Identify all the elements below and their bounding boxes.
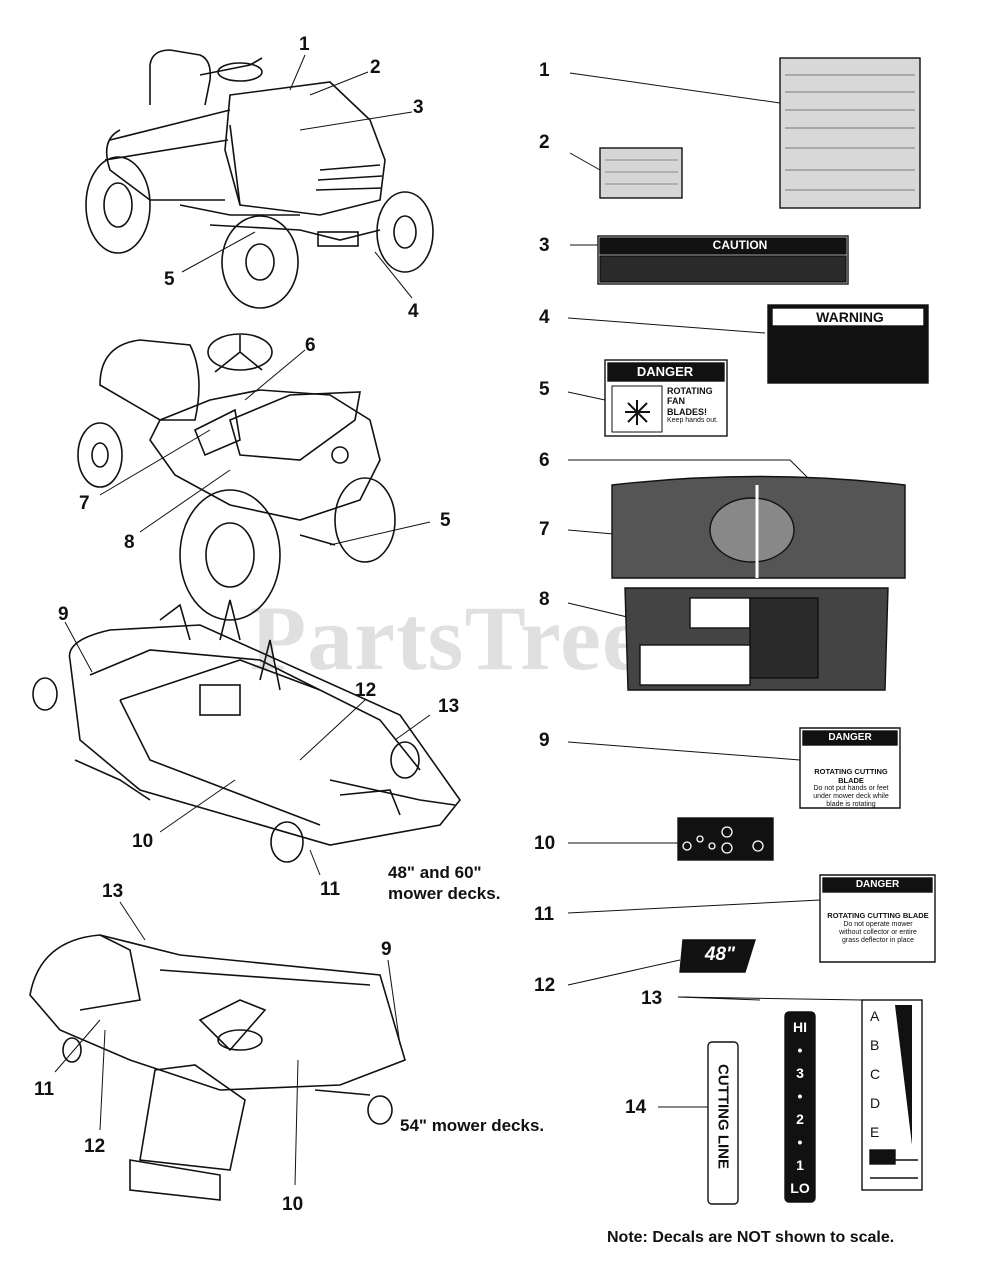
decal-9 <box>799 727 901 809</box>
mower-deck-48-60-illustration <box>32 599 462 863</box>
decal-5-line: Keep hands out. <box>667 417 718 425</box>
callout-left: 9 <box>58 604 69 625</box>
height-scale-mark: 1 <box>796 1157 804 1173</box>
decal-5-danger-label: DANGER <box>636 364 694 379</box>
callout-right: 7 <box>539 519 550 540</box>
decal-11-danger-label: DANGER <box>855 879 900 890</box>
callout-right: 8 <box>539 589 550 610</box>
decal-9-title: ROTATING CUTTING BLADE <box>814 767 888 785</box>
callout-right: 3 <box>539 235 550 256</box>
decal-11 <box>819 874 936 963</box>
decal-14 <box>707 1041 739 1205</box>
callout-left: 6 <box>305 335 316 356</box>
callout-right: 6 <box>539 450 550 471</box>
decal-1 <box>779 57 921 209</box>
callout-left: 5 <box>440 510 451 531</box>
callout-left: 5 <box>164 269 175 290</box>
height-scale-mark: 2 <box>796 1111 804 1127</box>
decal-11-message: ROTATING CUTTING BLADE Do not operate mo… <box>822 911 934 945</box>
decal-4-warning-label: WARNING <box>816 309 884 325</box>
callout-left: 9 <box>381 939 392 960</box>
callout-left: 4 <box>408 301 419 322</box>
callout-left: 1 <box>299 34 310 55</box>
callout-left: 7 <box>79 493 90 514</box>
callout-left: 13 <box>102 881 124 902</box>
decal-11-line: without collector or entire <box>839 928 917 936</box>
decal-5-message: ROTATING FAN BLADES! Keep hands out. <box>667 386 725 425</box>
leader-lines-left <box>54 54 431 1186</box>
decal-9-message: ROTATING CUTTING BLADE Do not put hands … <box>802 767 900 809</box>
leader-lines-right <box>567 72 863 1108</box>
decal-11-line: grass deflector in place <box>842 936 914 944</box>
callout-left: 11 <box>34 1079 55 1100</box>
tractor-front-illustration <box>85 49 434 309</box>
callout-right: 12 <box>534 975 556 996</box>
height-scale-mark: • <box>797 1134 803 1150</box>
decal-9-line: under mower deck while <box>813 793 889 801</box>
decal-9-danger-label: DANGER <box>828 732 872 743</box>
letter-scale-mark: B <box>870 1037 880 1053</box>
height-scale-mark: HI <box>793 1019 807 1035</box>
callout-left: 2 <box>370 57 381 78</box>
callout-right: 1 <box>539 60 550 81</box>
callout-left: 13 <box>438 696 460 717</box>
decal-10 <box>677 817 774 861</box>
decal-3-caution-label: CAUTION <box>712 238 768 252</box>
decal-5-line: ROTATING <box>667 386 713 396</box>
decal-12-size-badge: 48" <box>704 944 736 965</box>
mower-deck-54-illustration <box>29 934 406 1201</box>
callout-right: 14 <box>625 1097 647 1118</box>
letter-scale-mark: A <box>870 1008 880 1024</box>
callout-right: 5 <box>539 379 550 400</box>
tractor-rear-illustration <box>77 333 396 621</box>
letter-scale-mark: C <box>870 1066 881 1082</box>
callout-left: 11 <box>320 879 341 900</box>
height-scale-mark: 3 <box>796 1065 804 1081</box>
height-scale-mark: • <box>797 1042 803 1058</box>
callout-left: 12 <box>355 680 377 701</box>
scale-note: Note: Decals are NOT shown to scale. <box>607 1229 895 1246</box>
callout-left: 8 <box>124 532 135 553</box>
callout-left: 3 <box>413 97 424 118</box>
caption-line: mower decks. <box>388 884 501 904</box>
decal-12 <box>679 939 756 973</box>
callout-right: 11 <box>534 904 555 925</box>
decal-2 <box>599 147 683 199</box>
callout-right: 10 <box>534 833 556 854</box>
caption-line: 48" and 60" <box>388 863 482 882</box>
letter-scale-mark: D <box>870 1095 881 1111</box>
callout-left: 12 <box>84 1136 106 1157</box>
height-scale-mark: • <box>797 1088 803 1104</box>
decal-11-title: ROTATING CUTTING BLADE <box>827 911 929 920</box>
decal-14-cutting-line: CUTTING LINE <box>714 1064 732 1169</box>
callout-left: 10 <box>282 1194 304 1215</box>
callout-left: 10 <box>132 831 154 852</box>
decal-9-line: Do not put hands or feet <box>813 785 889 793</box>
watermark: PartsTree <box>250 587 644 689</box>
decal-13-height-scale: HI • 3 • 2 • 1 LO <box>785 1016 815 1200</box>
letter-scale-mark: E <box>870 1124 880 1140</box>
decal-9-line: blade is rotating <box>826 801 876 809</box>
callout-right: 4 <box>539 307 550 328</box>
decal-5-line: BLADES! <box>667 406 707 417</box>
callout-right: 9 <box>539 730 550 751</box>
height-scale-mark: LO <box>790 1180 810 1196</box>
decal-5-line: FAN <box>667 396 685 407</box>
decal-11-line: Do not operate mower <box>843 920 913 928</box>
caption-54-decks: 54" mower decks. <box>400 1116 545 1135</box>
caption-48-60-decks: 48" and 60" mower decks. <box>388 862 500 905</box>
decal-13-letter-scale-labels: A B C D E <box>870 1002 880 1147</box>
decal-13-height-bar <box>784 1011 816 1203</box>
callout-right: 13 <box>641 988 663 1009</box>
callout-right: 2 <box>539 132 550 153</box>
